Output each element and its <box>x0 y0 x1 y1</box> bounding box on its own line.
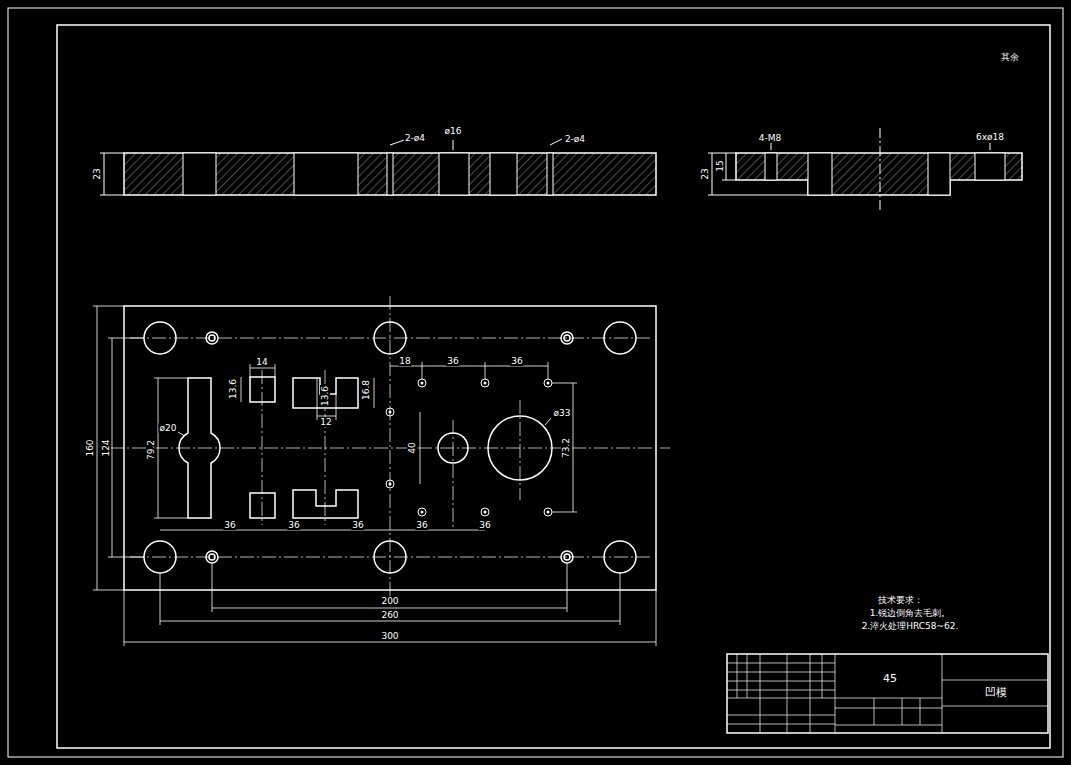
dimension-text: 14 <box>255 357 268 367</box>
dimension-text: 16.8 <box>361 379 371 401</box>
callout: 4-M8 <box>758 133 782 143</box>
dimension-text: 36 <box>223 520 236 530</box>
dimension-text: 36 <box>446 356 459 366</box>
callout: ø16 <box>444 126 463 136</box>
dimension-text: 36 <box>287 520 300 530</box>
dimension-text: 200 <box>380 596 399 606</box>
dimension-text: 36 <box>351 520 364 530</box>
dimension-text: ø20 <box>159 423 178 433</box>
note-text: 1.锐边倒角去毛刺。 <box>869 608 952 618</box>
note-text: 2.淬火处理HRC58~62. <box>861 621 960 631</box>
dimension-text: 73.2 <box>561 437 571 459</box>
dimension-text: 36 <box>415 520 428 530</box>
dimension-text: 79.2 <box>146 439 156 461</box>
dimension: 15 <box>715 159 725 172</box>
note-text: 技术要求： <box>877 595 924 605</box>
dimension-text: 18 <box>398 356 411 366</box>
title-block-text: 45 <box>882 673 898 685</box>
dimension-text: 12 <box>319 417 332 427</box>
title-block-text: 凹模 <box>984 687 1008 699</box>
dimension-text: ø33 <box>553 408 572 418</box>
dimension-text: 36 <box>478 520 491 530</box>
dimension-text: 300 <box>380 631 399 641</box>
dimension-text: 13.6 <box>320 385 330 407</box>
dimension: 23 <box>700 167 710 180</box>
dimension-text: 160 <box>85 438 95 457</box>
dimension: 23 <box>92 167 102 180</box>
callout: 6xø18 <box>975 132 1005 142</box>
dimension-text: 36 <box>510 356 523 366</box>
callout: 2-ø4 <box>564 134 586 144</box>
dimension-text: 124 <box>101 438 111 457</box>
dimension-text: 260 <box>380 610 399 620</box>
note-text: 其余 <box>1000 52 1020 62</box>
callout: 2-ø4 <box>404 133 426 143</box>
dimension-text: 13.6 <box>228 378 238 400</box>
dimension-text: 40 <box>407 441 417 454</box>
